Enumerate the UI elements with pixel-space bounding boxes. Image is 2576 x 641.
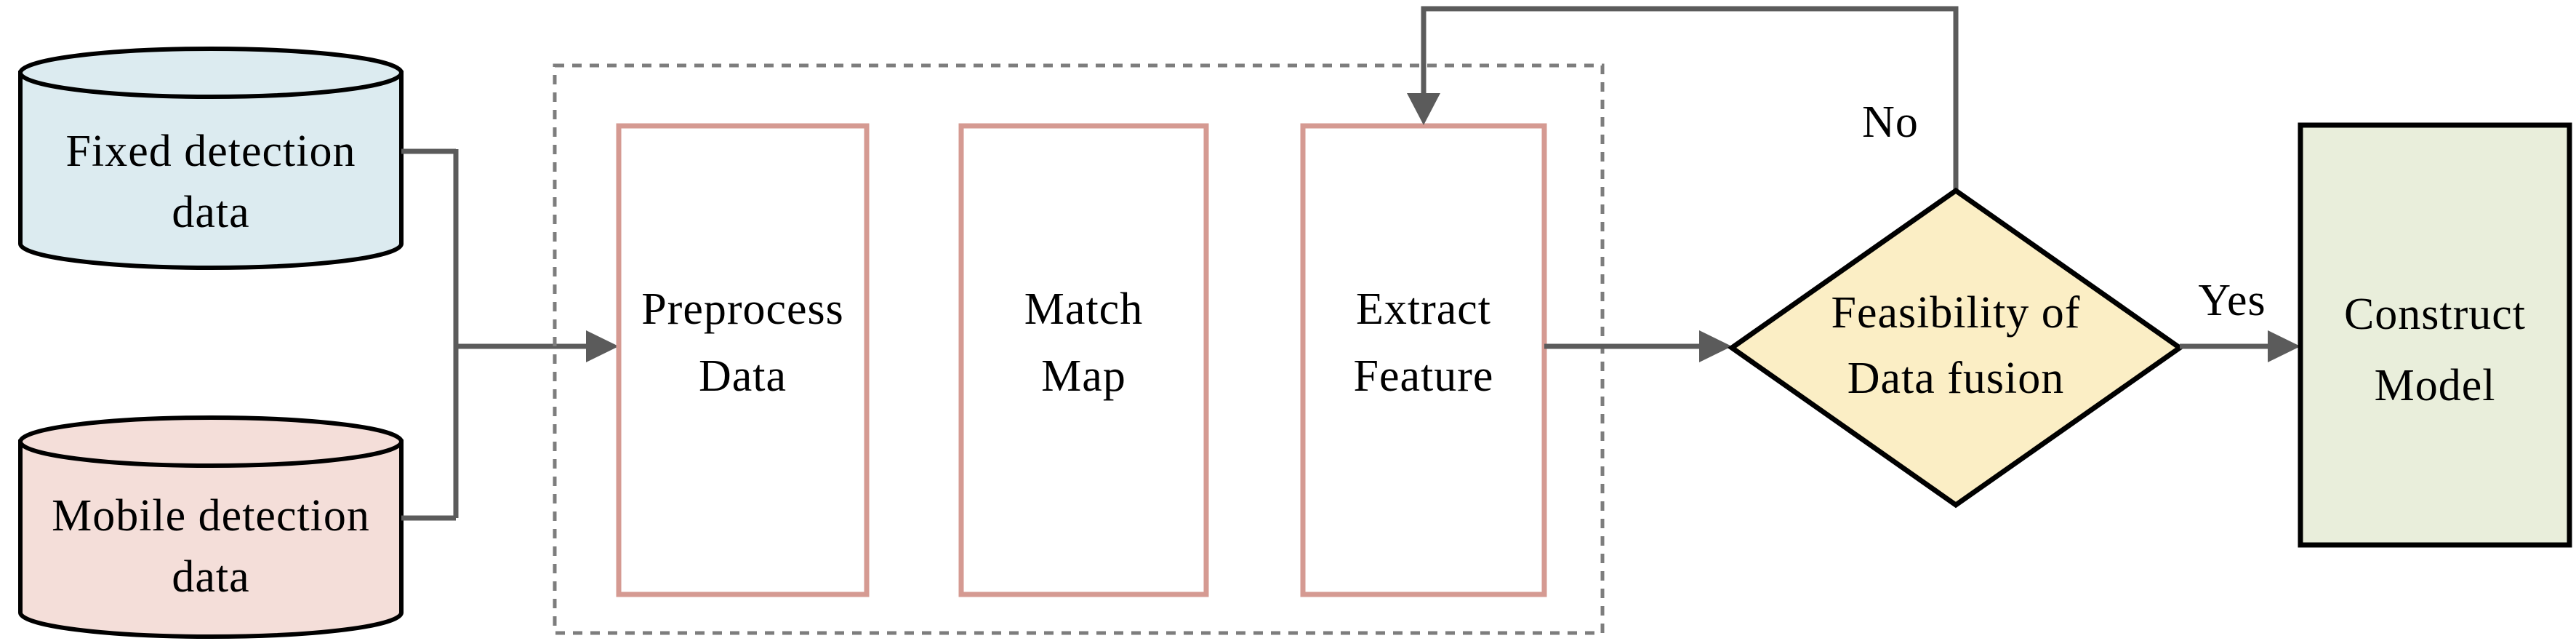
extract-feature-label-line2: Feature — [1353, 351, 1494, 401]
preprocess-data-label: Preprocess Data — [619, 276, 867, 410]
match-map-label-line2: Map — [1041, 351, 1126, 401]
mobile-detection-label-line1: Mobile detection — [52, 491, 370, 541]
arrowhead-into-decision — [1699, 330, 1732, 362]
extract-feature-label: Extract Feature — [1303, 276, 1544, 410]
fixed-detection-label: Fixed detection data — [22, 121, 400, 243]
construct-model-box — [2298, 122, 2572, 548]
extract-feature-box — [1300, 123, 1547, 597]
fixed-cylinder-body — [18, 71, 404, 270]
fixed-detection-label-line1: Fixed detection — [65, 127, 356, 176]
no-feedback-loop-line — [1421, 6, 1959, 191]
feasibility-decision-label-line2: Data fusion — [1847, 354, 2065, 403]
construct-model-label-line1: Construct — [2343, 290, 2527, 339]
arrowhead-into-preprocess — [586, 330, 619, 362]
source-merge-connector — [401, 148, 459, 521]
construct-model-label: Construct Model — [2300, 279, 2569, 421]
yes-branch-label: Yes — [2198, 276, 2266, 325]
arrowhead-into-construct-model — [2268, 330, 2300, 362]
match-map-box — [958, 123, 1209, 597]
preprocess-data-box — [616, 123, 870, 597]
arrowhead-into-extract-feature — [1407, 93, 1440, 125]
mobile-detection-label-line2: data — [172, 552, 250, 602]
mobile-cylinder-top — [18, 415, 404, 468]
preprocess-data-label-line2: Data — [698, 351, 787, 401]
fixed-detection-label-line2: data — [172, 188, 250, 237]
mobile-detection-label: Mobile detection data — [22, 485, 400, 608]
construct-model-label-line2: Model — [2374, 361, 2496, 410]
mobile-detection-cylinder — [18, 415, 404, 639]
pipeline-dashed-container — [553, 63, 1605, 635]
fixed-detection-cylinder — [18, 47, 404, 270]
mobile-cylinder-body — [18, 439, 404, 639]
match-map-label-line1: Match — [1024, 284, 1144, 334]
no-branch-label: No — [1862, 97, 1919, 147]
preprocess-data-label-line1: Preprocess — [641, 284, 844, 334]
feasibility-decision-label: Feasibility of Data fusion — [1738, 280, 2174, 411]
match-map-label: Match Map — [961, 276, 1206, 410]
extract-feature-label-line1: Extract — [1355, 284, 1491, 334]
feasibility-decision-label-line1: Feasibility of — [1831, 288, 2081, 338]
fixed-cylinder-top — [18, 47, 404, 99]
